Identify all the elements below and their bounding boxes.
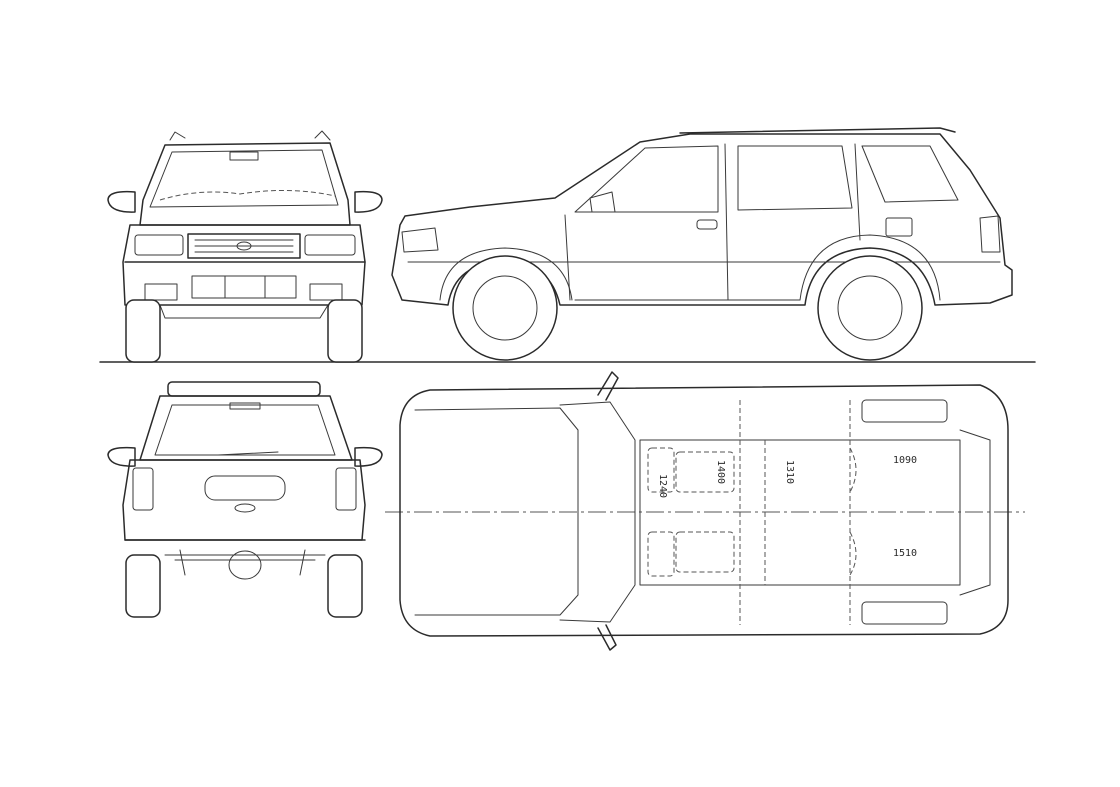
rear-window — [154, 404, 336, 456]
dim-seat-height-front-right: 1400 — [715, 460, 726, 484]
top-front-right-seat — [675, 531, 735, 573]
rear-view — [107, 381, 383, 618]
front-grille-bars — [194, 239, 294, 253]
top-windshield — [559, 401, 636, 623]
side-rear-arch — [799, 234, 941, 301]
rear-differential — [228, 550, 262, 580]
top-interior — [639, 439, 961, 586]
top-front-right-seat-back — [647, 531, 675, 577]
front-left-fog — [144, 283, 178, 301]
rear-left-mirror — [107, 446, 136, 467]
rear-axle — [164, 554, 326, 561]
side-front-rim — [472, 275, 538, 341]
side-view — [391, 127, 1013, 361]
front-body — [122, 224, 366, 306]
front-right-mirror — [354, 190, 383, 213]
top-door-dividers — [739, 400, 851, 625]
side-fuel-door — [885, 217, 913, 237]
front-left-mirror — [107, 190, 136, 213]
front-right-tyre — [327, 299, 363, 363]
side-front-door-edge — [564, 214, 571, 301]
dim-seat-height-rear: 1310 — [784, 460, 795, 484]
top-left-mirror — [597, 371, 619, 401]
front-left-tyre — [125, 299, 161, 363]
rear-right-tyre — [327, 554, 363, 618]
front-roof-rack — [169, 130, 331, 141]
rear-right-taillight — [335, 467, 357, 511]
rear-spoiler — [167, 381, 321, 397]
front-intake-bars — [224, 275, 266, 299]
rear-left-tyre — [125, 554, 161, 618]
rear-tailgate-panel — [204, 475, 286, 501]
front-windshield — [149, 149, 339, 208]
front-right-fog — [309, 283, 343, 301]
top-rear-window-glass — [861, 601, 948, 625]
rear-shocks — [179, 549, 306, 576]
side-headlight — [401, 227, 439, 253]
dim-rear-track: 1090 — [893, 455, 917, 466]
rear-wiper — [217, 451, 279, 456]
front-skid-plate — [159, 304, 329, 319]
side-taillight — [979, 215, 1001, 253]
rear-left-taillight — [132, 467, 154, 511]
side-front-handle — [696, 219, 718, 230]
dim-front-track: 1510 — [893, 548, 917, 559]
top-body-outline — [399, 384, 1009, 637]
top-rear-hatch — [959, 429, 991, 596]
side-roof-rail — [679, 127, 956, 134]
side-mirror — [589, 191, 616, 213]
top-front-left-seat-back — [647, 447, 675, 493]
side-rear-tyre — [817, 255, 923, 361]
side-front-tyre — [452, 255, 558, 361]
front-right-headlight — [304, 234, 356, 256]
side-quarter-window — [861, 145, 959, 203]
front-grille — [187, 233, 301, 259]
rear-right-mirror — [354, 446, 383, 467]
front-mirror — [229, 151, 259, 161]
top-front-left-seat — [675, 451, 735, 493]
side-rear-rim — [837, 275, 903, 341]
side-front-arch — [439, 247, 573, 301]
rear-badge — [234, 503, 256, 513]
top-right-mirror — [597, 624, 617, 651]
side-rear-window — [737, 145, 853, 211]
front-cabin-outline — [139, 142, 351, 226]
side-door-lines — [724, 143, 861, 301]
top-rear-bench — [764, 440, 857, 585]
top-hood — [414, 407, 579, 616]
side-front-window — [574, 145, 719, 213]
front-left-headlight — [134, 234, 184, 256]
front-wiper-line — [159, 189, 336, 201]
front-view — [107, 130, 383, 363]
top-sunroof — [861, 399, 948, 423]
dim-seat-height-front-left: 1240 — [657, 474, 668, 498]
front-badge — [236, 241, 252, 251]
top-view: 1090 1510 1240 1400 1310 — [385, 371, 1025, 651]
rear-brake-light — [229, 402, 261, 410]
front-air-intake — [191, 275, 297, 299]
